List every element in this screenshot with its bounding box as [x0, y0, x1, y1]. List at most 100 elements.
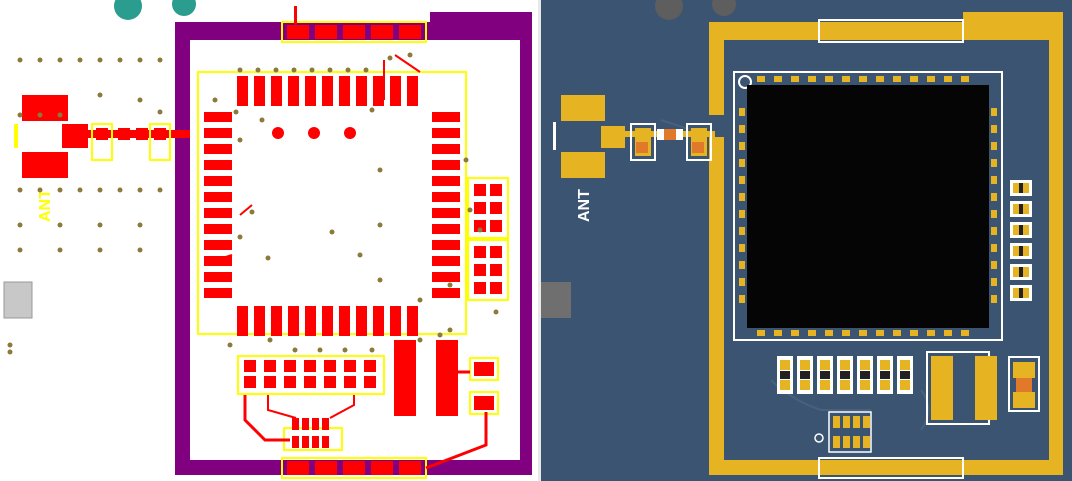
bottom-passives-render	[777, 356, 913, 394]
module-pad-left	[204, 176, 232, 186]
module-pad-bottom	[927, 330, 935, 336]
module-pad-top	[825, 76, 833, 82]
via	[387, 55, 393, 61]
passive-pad	[324, 376, 336, 388]
passive-pad	[324, 360, 336, 372]
via	[17, 247, 23, 253]
passive-pad	[490, 246, 502, 258]
module-pad-left	[739, 142, 745, 150]
module-pad-top	[944, 76, 952, 82]
module-pad-bottom	[808, 330, 816, 336]
via	[97, 57, 103, 63]
antenna-feed-layout	[14, 95, 190, 178]
passive-pad	[284, 360, 296, 372]
module-pad-right	[991, 159, 997, 167]
passive-mark	[1019, 246, 1023, 256]
via	[97, 92, 103, 98]
pcb-layout-panel: ANT	[3, 0, 532, 479]
module-pad-top	[808, 76, 816, 82]
via	[37, 57, 43, 63]
passive-end	[900, 360, 910, 370]
via	[309, 67, 315, 73]
module-pad-top	[791, 76, 799, 82]
via	[377, 222, 383, 228]
passive-end	[1013, 246, 1019, 256]
module-pad-left	[739, 278, 745, 286]
bottom-connector-pads	[281, 457, 427, 479]
small-ic-layout	[243, 395, 355, 451]
module-pad-right	[991, 227, 997, 235]
via	[342, 347, 348, 353]
module-pad-bottom	[254, 306, 265, 336]
module-pad-bottom	[237, 306, 248, 336]
module-pad-left	[739, 244, 745, 252]
module-pad-top	[876, 76, 884, 82]
passive-end	[1023, 267, 1029, 277]
module-pad-right	[432, 176, 460, 186]
module-silkscreen	[733, 71, 1003, 341]
module-pad-right	[432, 256, 460, 266]
module-pad-left	[204, 128, 232, 138]
module-pad-right	[991, 125, 997, 133]
via	[329, 229, 335, 235]
via	[157, 187, 163, 193]
passive-mark	[860, 371, 870, 379]
module-pad-right	[991, 108, 997, 116]
power-pads-render	[926, 351, 1040, 425]
via	[157, 57, 163, 63]
module-pad-bottom	[757, 330, 765, 336]
module-pad-left	[739, 261, 745, 269]
module-pad-bottom	[842, 330, 850, 336]
via	[417, 337, 423, 343]
via	[157, 109, 163, 115]
module-pad-bottom	[893, 330, 901, 336]
via	[237, 234, 243, 240]
module-pad-bottom	[961, 330, 969, 336]
passive-end	[840, 380, 850, 390]
module-pad-top	[910, 76, 918, 82]
module-pad-top	[339, 76, 350, 106]
passive-pad	[264, 376, 276, 388]
module-pad-left	[204, 112, 232, 122]
passive-pad	[304, 376, 316, 388]
passive-end	[820, 380, 830, 390]
via	[237, 67, 243, 73]
module-pad-right	[432, 272, 460, 282]
top-connector-pads	[281, 6, 427, 43]
via	[273, 67, 279, 73]
module-pad-left	[739, 210, 745, 218]
via	[37, 112, 43, 118]
right-passives	[467, 177, 509, 301]
passive-pad	[474, 282, 486, 294]
passive-end	[1023, 288, 1029, 298]
module-pad-right	[432, 112, 460, 122]
passive-end	[860, 360, 870, 370]
module-pad-right	[991, 193, 997, 201]
passive-end	[780, 360, 790, 370]
passive-pad	[474, 264, 486, 276]
passive-outline	[467, 177, 509, 239]
via-field	[7, 52, 499, 355]
module-pad-top	[961, 76, 969, 82]
module-pad-left	[739, 193, 745, 201]
module-pad-right	[432, 288, 460, 298]
via	[137, 187, 143, 193]
module-pad-left	[739, 227, 745, 235]
module-pad-right	[432, 208, 460, 218]
via	[117, 187, 123, 193]
passive-pad	[244, 376, 256, 388]
top-connector-render	[818, 19, 964, 43]
via	[37, 187, 43, 193]
module-pad-bottom	[791, 330, 799, 336]
passive-pad	[364, 376, 376, 388]
via	[57, 247, 63, 253]
passive-pad	[284, 376, 296, 388]
passive-end	[1013, 225, 1019, 235]
module-pads-render	[739, 76, 997, 336]
passive-mark	[800, 371, 810, 379]
passive-mark	[1019, 225, 1023, 235]
passive-end	[1023, 225, 1029, 235]
module-pad-right	[432, 128, 460, 138]
passive-mark	[1019, 288, 1023, 298]
module-pads	[204, 76, 460, 336]
